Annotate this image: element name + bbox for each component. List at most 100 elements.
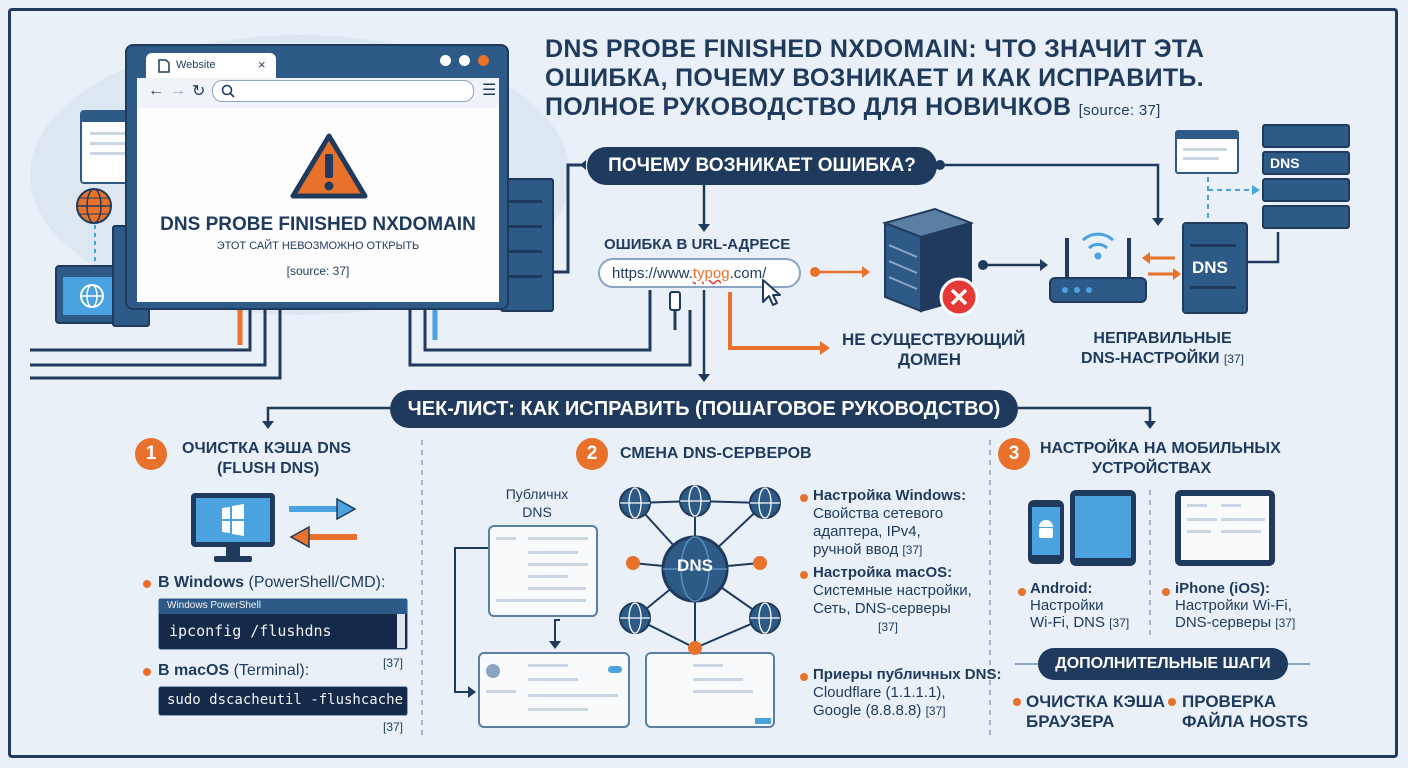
ipad-icon xyxy=(1175,490,1275,566)
step1-title-line1: ОЧИСТКА КЭША DNS xyxy=(182,440,352,457)
bullet-icon xyxy=(800,571,808,579)
url-typo: typog xyxy=(692,265,730,282)
step3-number: 3 xyxy=(998,438,1030,470)
browser-tab[interactable]: Website × xyxy=(146,53,276,78)
terminal-window: sudo dscacheutil -flushcache xyxy=(158,686,408,716)
wrong-dns-source: [37] xyxy=(1223,352,1244,366)
dns-server-stack: DNS xyxy=(1262,124,1350,230)
url-suffix: .com/ xyxy=(729,265,767,282)
extra2-line1: ПРОВЕРКА xyxy=(1182,692,1277,711)
dns-server-icon: DNS xyxy=(1182,222,1248,314)
error-subtitle: ЭТОТ САЙТ НЕВОЗМОЖНО ОТКРЫТЬ xyxy=(216,240,420,252)
reload-icon[interactable]: ↻ xyxy=(192,83,206,100)
step2-mac-line1: Системные настройки, xyxy=(813,582,972,599)
address-bar[interactable] xyxy=(212,80,474,102)
step2-windows-source: [37] xyxy=(902,543,923,557)
android-bold: Android: xyxy=(1030,580,1093,597)
warning-icon xyxy=(290,133,368,199)
nonexistent-line2: ДОМЕН xyxy=(897,350,962,369)
step1-title-line2: (FLUSH DNS) xyxy=(217,460,320,477)
bullet-icon xyxy=(800,494,808,502)
step2-examples-bold: Приеры публичных DNS: xyxy=(813,666,1002,683)
window-controls xyxy=(440,55,489,66)
extra-steps-heading: ДОПОЛНИТЕЛЬНЫЕ ШАГИ xyxy=(1038,648,1288,680)
bullet-icon xyxy=(1168,698,1176,706)
failed-server-icon xyxy=(881,207,979,317)
network-settings-screenshot xyxy=(478,652,630,728)
browser-source: [source: 37] xyxy=(286,264,350,278)
windows-command[interactable]: ipconfig /flushdns xyxy=(169,622,332,640)
step3-title-line2: УСТРОЙСТВАХ xyxy=(1092,460,1212,477)
public-dns-line2: DNS xyxy=(522,504,552,520)
dns-stack-label: DNS xyxy=(1270,155,1300,171)
browser-tab-label: Website xyxy=(176,59,216,71)
android-source: [37] xyxy=(1109,616,1130,630)
bullet-icon xyxy=(1162,588,1170,596)
android-tablet-icon xyxy=(1070,490,1136,566)
iphone-bold: iPhone (iOS): xyxy=(1175,580,1270,597)
center-server-icon xyxy=(500,178,554,312)
url-error-label: ОШИБКА В URL-АДРЕСЕ xyxy=(604,236,791,253)
step2-windows-bold: Настройка Windows: xyxy=(813,487,967,504)
windows-source: [37] xyxy=(383,656,404,670)
mac-source: [37] xyxy=(383,720,404,734)
minimize-icon[interactable] xyxy=(440,55,451,66)
dns-server-label: DNS xyxy=(1192,258,1228,277)
bullet-icon xyxy=(1018,588,1026,596)
public-dns-line1: Публичнх xyxy=(505,486,569,502)
extra1-line2: БРАУЗЕРА xyxy=(1026,712,1115,731)
step2-mac-bold: Настройка macOS: xyxy=(813,564,953,581)
android-line2: Wi-Fi, DNS [37] xyxy=(1030,614,1130,631)
bullet-icon xyxy=(1013,698,1021,706)
bullet-icon xyxy=(800,673,808,681)
url-box[interactable]: https://www.typog.com/ xyxy=(598,258,801,288)
step2-mac-line2: Сеть, DNS-серверы xyxy=(813,600,951,617)
android-icon xyxy=(1039,520,1053,538)
iphone-line2: DNS-серверы [37] xyxy=(1175,614,1296,631)
close-icon[interactable]: × xyxy=(258,57,266,72)
browser-content xyxy=(137,108,499,302)
dns-settings-screenshot xyxy=(645,652,775,728)
iphone-source: [37] xyxy=(1275,616,1296,630)
step2-windows-line2: адаптера, IPv4, xyxy=(813,523,921,540)
step2-examples-line1: Cloudflare (1.1.1.1), xyxy=(813,684,946,701)
back-icon[interactable]: ← xyxy=(148,82,164,99)
scrollbar[interactable] xyxy=(397,614,405,648)
step1-number: 1 xyxy=(135,438,167,470)
step2-title: СМЕНА DNS-СЕРВЕРОВ xyxy=(620,445,812,462)
url-prefix: https://www. xyxy=(612,265,693,282)
iphone-line1: Настройки Wi-Fi, xyxy=(1175,597,1292,614)
settings-screenshot xyxy=(488,525,598,617)
extra1-line1: ОЧИСТКА КЭША xyxy=(1026,692,1166,711)
wrong-dns-line1: НЕПРАВИЛЬНЫЕ xyxy=(1093,330,1232,347)
page-icon xyxy=(158,59,170,73)
title-source: [source: 37] xyxy=(1078,102,1161,119)
maximize-icon[interactable] xyxy=(459,55,470,66)
step2-number: 2 xyxy=(576,438,608,470)
dns-network-hub xyxy=(619,485,781,655)
powershell-title: Windows PowerShell xyxy=(167,600,261,611)
android-phone-icon xyxy=(1028,500,1064,564)
step2-examples-line2: Google (8.8.8.8) [37] xyxy=(813,702,946,719)
android-line1: Настройки xyxy=(1030,597,1104,614)
step2-examples-source: [37] xyxy=(925,704,946,718)
nonexistent-line1: НЕ СУЩЕСТВУЮЩИЙ xyxy=(842,330,1026,349)
checklist-heading: ЧЕК-ЛИСТ: КАК ИСПРАВИТЬ (ПОШАГОВОЕ РУКОВ… xyxy=(390,390,1018,428)
powershell-window: Windows PowerShell ipconfig /flushdns xyxy=(158,598,408,650)
step2-windows-line1: Свойства сетевого xyxy=(813,505,944,522)
globe-icon xyxy=(76,188,112,224)
mac-command[interactable]: sudo dscacheutil -flushcache xyxy=(167,692,404,708)
hub-label: DNS xyxy=(677,556,713,575)
step1-mac-label: В macOS (Terminal): xyxy=(158,662,310,679)
forward-icon[interactable]: → xyxy=(170,82,186,99)
step2-mac-source: [37] xyxy=(878,620,899,634)
why-heading: ПОЧЕМУ ВОЗНИКАЕТ ОШИБКА? xyxy=(587,147,937,185)
cursor-icon xyxy=(762,279,781,306)
page-frame xyxy=(8,8,1398,758)
menu-icon[interactable]: ☰ xyxy=(482,82,497,99)
close-window-icon[interactable] xyxy=(478,55,489,66)
bullet-icon xyxy=(143,580,151,588)
wrong-dns-line2: DNS-НАСТРОЙКИ [37] xyxy=(1081,350,1244,367)
router-icon xyxy=(1049,232,1147,303)
